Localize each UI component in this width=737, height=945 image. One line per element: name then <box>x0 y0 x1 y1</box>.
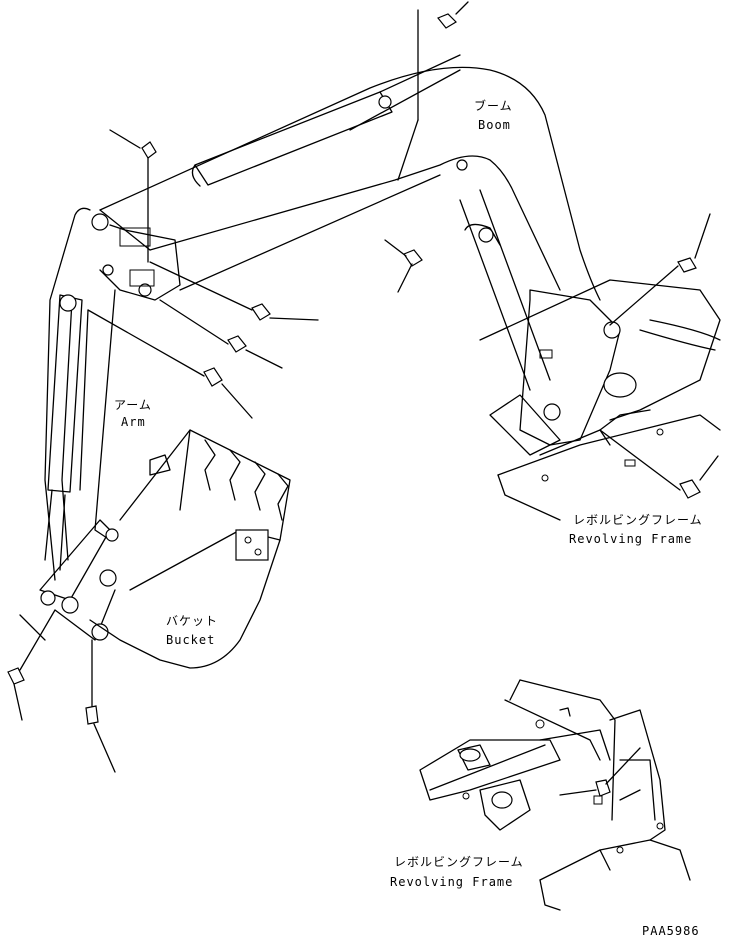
grease-fitting-icon <box>7 667 25 685</box>
frame-hole <box>603 372 637 398</box>
grease-fitting-icon <box>677 257 697 273</box>
link-pin-1 <box>40 590 56 606</box>
grease-fitting-icon <box>437 13 457 29</box>
grease-fitting-icon <box>679 479 701 499</box>
cylinder-rod-pin <box>478 227 494 243</box>
boom <box>99 66 601 301</box>
bucket-linkage <box>19 519 119 641</box>
arm-pin-2 <box>102 264 114 276</box>
bucket-label-jp: バケット <box>166 614 219 628</box>
arm-label-jp: アーム <box>114 398 152 412</box>
boom-foot-pin <box>603 321 621 339</box>
revolving-frame-detail <box>419 679 691 911</box>
grease-fitting-icon <box>203 367 223 387</box>
grease-fitting-icon <box>227 335 247 353</box>
link-pin-5 <box>105 528 119 542</box>
frame-label-jp: レボルビングフレーム <box>573 513 703 527</box>
bucket-plate <box>235 529 269 561</box>
bucket <box>89 429 291 669</box>
arm-cylinder <box>44 294 83 571</box>
boom-cylinder-pin <box>378 95 392 109</box>
frame-detail-label-en: Revolving Frame <box>390 875 514 889</box>
arm <box>44 207 181 581</box>
link-pin-3 <box>99 569 117 587</box>
grease-fitting-icon <box>403 249 423 267</box>
revolving-frame-upper <box>479 279 721 521</box>
boom-lift-cylinder <box>456 159 551 391</box>
boom-label-jp: ブーム <box>474 99 513 113</box>
cylinder-top-pin <box>456 159 468 171</box>
arm-cylinder-pin <box>59 294 77 312</box>
arm-top-pin <box>91 213 109 231</box>
frame-detail-label-jp: レボルビングフレーム <box>394 855 524 869</box>
grease-fitting-icon <box>85 705 99 725</box>
frame-hole <box>459 748 481 762</box>
boom-foot-bracket <box>519 289 621 446</box>
grease-fittings <box>7 1 719 773</box>
grease-fitting-icon <box>141 141 157 159</box>
boom-cylinder <box>191 54 461 187</box>
arm-boom-pin <box>138 283 152 297</box>
link-pin-2 <box>61 596 79 614</box>
arm-label-en: Arm <box>121 415 146 429</box>
bucket-label-en: Bucket <box>166 633 216 647</box>
drawing-code: PAA5986 <box>642 924 700 938</box>
frame-hole <box>491 791 513 809</box>
cylinder-foot-pin <box>543 403 561 421</box>
boom-label-en: Boom <box>478 118 511 132</box>
frame-label-en: Revolving Frame <box>569 532 693 546</box>
grease-fitting-icon <box>251 303 271 321</box>
